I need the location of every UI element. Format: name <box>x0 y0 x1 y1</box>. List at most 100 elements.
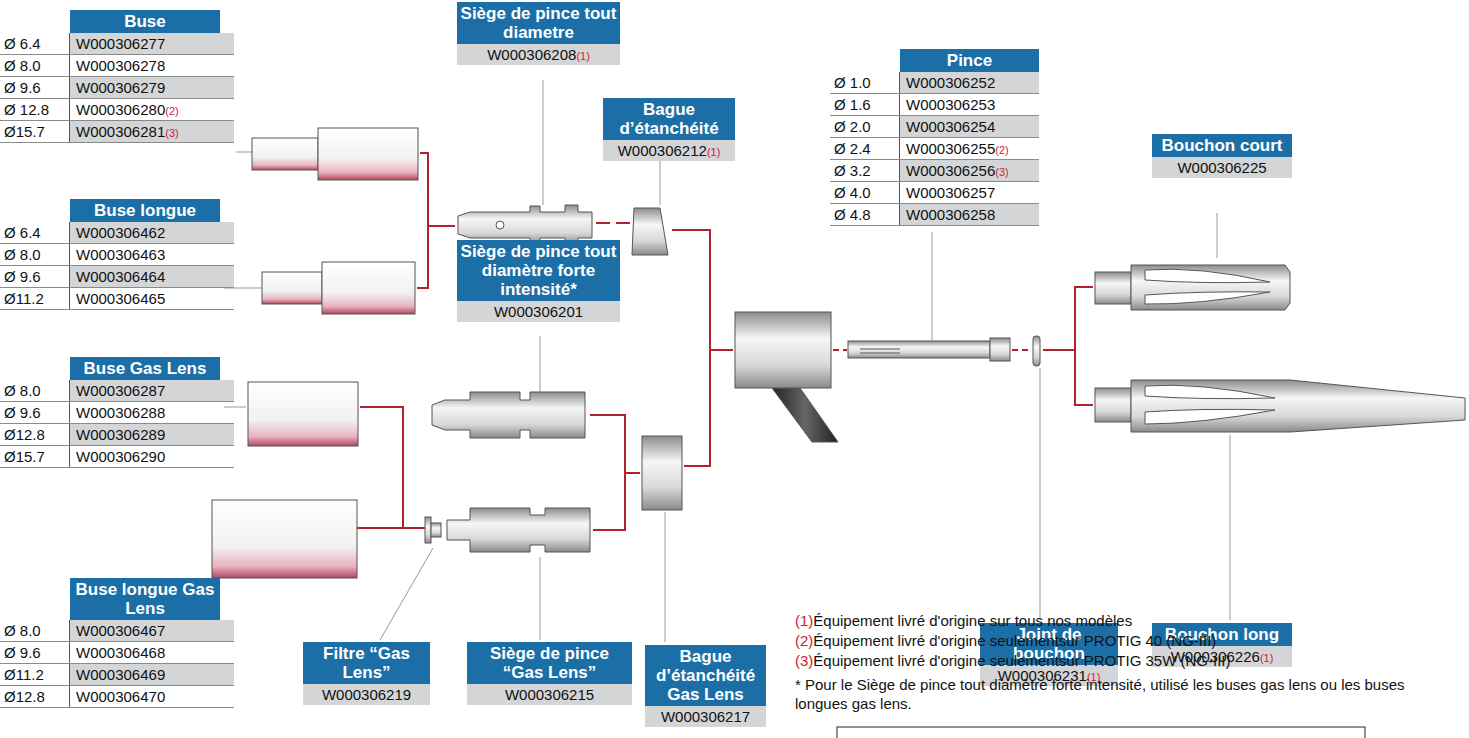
note-text: * Pour le Siège de pince tout diamètre f… <box>795 676 1455 714</box>
code-cell: W000306256(3) <box>900 160 1039 181</box>
part-number: W000306212 <box>618 142 707 159</box>
code-cell: W000306467 <box>70 620 234 641</box>
code-cell: W000306281(3) <box>70 121 234 142</box>
part-number: W000306464 <box>76 268 165 285</box>
code-cell: W000306257 <box>900 182 1039 203</box>
part-header: Buse longue <box>70 199 220 222</box>
part-number: W000306288 <box>76 404 165 421</box>
part-number: W000306257 <box>906 184 995 201</box>
table-row: Ø 1.6W000306253 <box>830 94 1039 116</box>
table-row: Ø15.7W000306290 <box>0 446 234 468</box>
code-cell: W000306280(2) <box>70 99 234 120</box>
table-row: Ø 2.4W000306255(2) <box>830 138 1039 160</box>
table-row: Ø 9.6 W000306464 <box>0 266 234 288</box>
table-row: Ø 3.2W000306256(3) <box>830 160 1039 182</box>
part-number: W000306467 <box>76 622 165 639</box>
part-number: W000306215 <box>505 686 594 703</box>
footnote-mark: (1) <box>1260 652 1273 664</box>
table-row: Ø 8.0 W000306278 <box>0 55 234 77</box>
footnote-mark: (2) <box>795 632 813 649</box>
part-group: Buse Gas LensØ 8.0W000306287Ø 9.6W000306… <box>0 357 234 468</box>
part-number-box: W000306212(1) <box>603 140 735 161</box>
table-row: Ø 6.4 W000306462 <box>0 222 234 244</box>
table-row: Ø12.8W000306289 <box>0 424 234 446</box>
part-number-box: W000306208(1) <box>457 44 620 65</box>
table-row: Ø 1.0W000306252 <box>830 72 1039 94</box>
code-cell: W000306277 <box>70 33 234 54</box>
diameter-cell: Ø12.8 <box>0 424 70 445</box>
part-number: W000306217 <box>661 708 750 725</box>
part-number: W000306470 <box>76 688 165 705</box>
code-cell: W000306463 <box>70 244 234 265</box>
diameter-cell: Ø 8.0 <box>0 380 70 401</box>
code-cell: W000306255(2) <box>900 138 1039 159</box>
part-number-box: W000306217 <box>645 706 766 727</box>
part-number: W000306281 <box>76 123 165 140</box>
code-cell: W000306288 <box>70 402 234 423</box>
table-row: Ø 4.8 W000306258 <box>830 204 1039 226</box>
part-number: W000306469 <box>76 666 165 683</box>
table-row: Ø 4.0 W000306257 <box>830 182 1039 204</box>
part-number: W000306256 <box>906 162 995 179</box>
part-number: W000306462 <box>76 224 165 241</box>
part-number: W000306280 <box>76 101 165 118</box>
part-group: Buse longue Gas LensØ 8.0 W000306467 Ø 9.6… <box>0 578 234 708</box>
part-header: Bague d’étanchéité Gas Lens <box>645 645 766 706</box>
table-row: Ø 6.4W000306277 <box>0 33 234 55</box>
diameter-cell: Ø 8.0 <box>0 620 70 641</box>
part-group: Bague d’étanchéité Gas LensW000306217 <box>645 645 766 727</box>
diameter-cell: Ø 4.0 <box>830 182 900 203</box>
code-cell: W000306470 <box>70 686 234 707</box>
code-cell: W000306287 <box>70 380 234 401</box>
part-group: Filtre “Gas Lens” W000306219 <box>303 642 430 705</box>
diameter-cell: Ø 4.8 <box>830 204 900 225</box>
part-header: Buse Gas Lens <box>70 357 220 380</box>
diameter-cell: Ø 8.0 <box>0 244 70 265</box>
table-row: Ø 8.0W000306287 <box>0 380 234 402</box>
table-row: Ø11.2W000306465 <box>0 288 234 310</box>
code-cell: W000306252 <box>900 72 1039 93</box>
part-number: W000306253 <box>906 96 995 113</box>
code-cell: W000306464 <box>70 266 234 287</box>
part-header: Bague d’étanchéité <box>603 98 735 140</box>
diameter-cell: Ø11.2 <box>0 664 70 685</box>
diameter-cell: Ø12.8 <box>0 686 70 707</box>
part-number: W000306290 <box>76 448 165 465</box>
code-cell: W000306468 <box>70 642 234 663</box>
part-number: W000306468 <box>76 644 165 661</box>
footnote-line: (1)Équipement livré d'origine sur tous n… <box>795 612 1132 631</box>
part-group: Bague d’étanchéitéW000306212(1) <box>603 98 735 161</box>
code-cell: W000306254 <box>900 116 1039 137</box>
diameter-cell: Ø 2.0 <box>830 116 900 137</box>
diameter-cell: Ø 9.6 <box>0 266 70 287</box>
diameter-cell: Ø 6.4 <box>0 222 70 243</box>
footnote-mark: (1) <box>707 146 720 158</box>
table-row: Ø 9.6W000306468 <box>0 642 234 664</box>
part-header: Bouchon court <box>1152 134 1292 157</box>
part-number: W000306219 <box>322 686 411 703</box>
part-header: Pince <box>900 49 1039 72</box>
footnote-text: Équipement livré d'origine seulementsur … <box>813 652 1230 669</box>
diameter-cell: Ø 3.2 <box>830 160 900 181</box>
code-cell: W000306290 <box>70 446 234 467</box>
diameter-cell: Ø 8.0 <box>0 55 70 76</box>
code-cell: W000306278 <box>70 55 234 76</box>
part-number: W000306208 <box>487 46 576 63</box>
part-header: Filtre “Gas Lens” <box>303 642 430 684</box>
footnote-mark: (1) <box>576 50 589 62</box>
diameter-cell: Ø 9.6 <box>0 402 70 423</box>
part-number-box: W000306225 <box>1152 157 1292 178</box>
part-header: Buse longue Gas Lens <box>70 578 220 620</box>
code-cell: W000306462 <box>70 222 234 243</box>
part-number: W000306254 <box>906 118 995 135</box>
part-header: Siège de pince tout diamètre forte inten… <box>457 240 620 301</box>
part-number: W000306278 <box>76 57 165 74</box>
part-group: BuseØ 6.4W000306277Ø 8.0W000306278Ø 9.6W… <box>0 10 234 143</box>
table-row: Ø12.8 W000306470 <box>0 686 234 708</box>
table-row: Ø 9.6 W000306288 <box>0 402 234 424</box>
table-row: Ø 8.0W000306463 <box>0 244 234 266</box>
footnote-line: (2)Équipement livré d'origine seulements… <box>795 632 1216 651</box>
diameter-cell: Ø11.2 <box>0 288 70 309</box>
part-number: W000306258 <box>906 206 995 223</box>
part-number: W000306255 <box>906 140 995 157</box>
